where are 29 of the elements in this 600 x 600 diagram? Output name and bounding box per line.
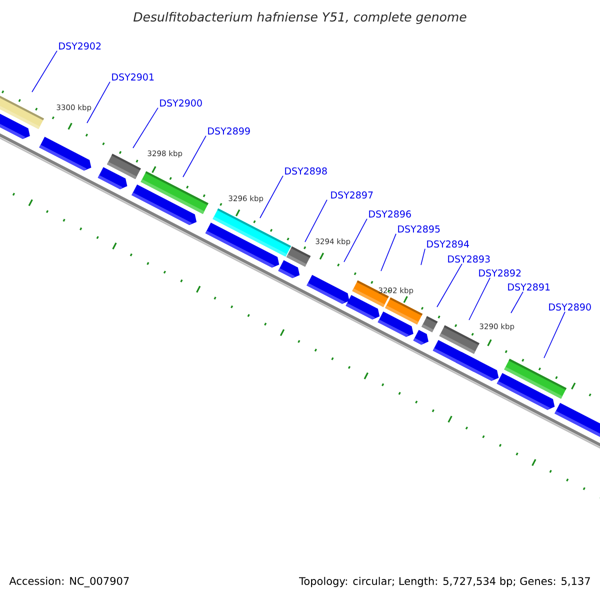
leader-line — [544, 311, 566, 358]
leader-line — [436, 263, 462, 308]
leader-line — [304, 199, 328, 242]
leader-line — [86, 81, 110, 124]
leader-line — [132, 107, 158, 148]
gene-label: DSY2901 — [112, 73, 154, 81]
leader-line — [260, 175, 284, 218]
gene-label: DSY2895 — [398, 225, 440, 233]
leader-line — [468, 277, 490, 320]
leader-line — [182, 135, 206, 178]
gene-label: DSY2893 — [448, 255, 490, 263]
leader-line — [344, 218, 368, 262]
title: Desulfitobacterium hafniense Y51, complete genome — [134, 12, 466, 24]
gene-label: DSY2899 — [208, 127, 250, 135]
gene-label: DSY2890 — [549, 303, 591, 311]
leader-line — [32, 50, 58, 92]
leader-line — [380, 233, 396, 272]
gene-label: DSY2898 — [285, 167, 327, 175]
gene-label: DSY2894 — [427, 240, 469, 248]
gene-label: DSY2891 — [508, 283, 550, 291]
gene-label: DSY2897 — [331, 191, 373, 199]
gene-label: DSY2902 — [59, 42, 101, 50]
leader-line — [420, 248, 426, 266]
gene-label: DSY2892 — [479, 269, 521, 277]
gene-label: DSY2900 — [160, 99, 202, 107]
leader-line — [510, 291, 524, 314]
footer-text: Topology: circular; Length: 5,727,534 bp; Genes: 5,137 — [299, 576, 590, 588]
footer-text: Accession: NC_007907 — [9, 576, 129, 588]
gene-label: DSY2896 — [369, 210, 411, 218]
